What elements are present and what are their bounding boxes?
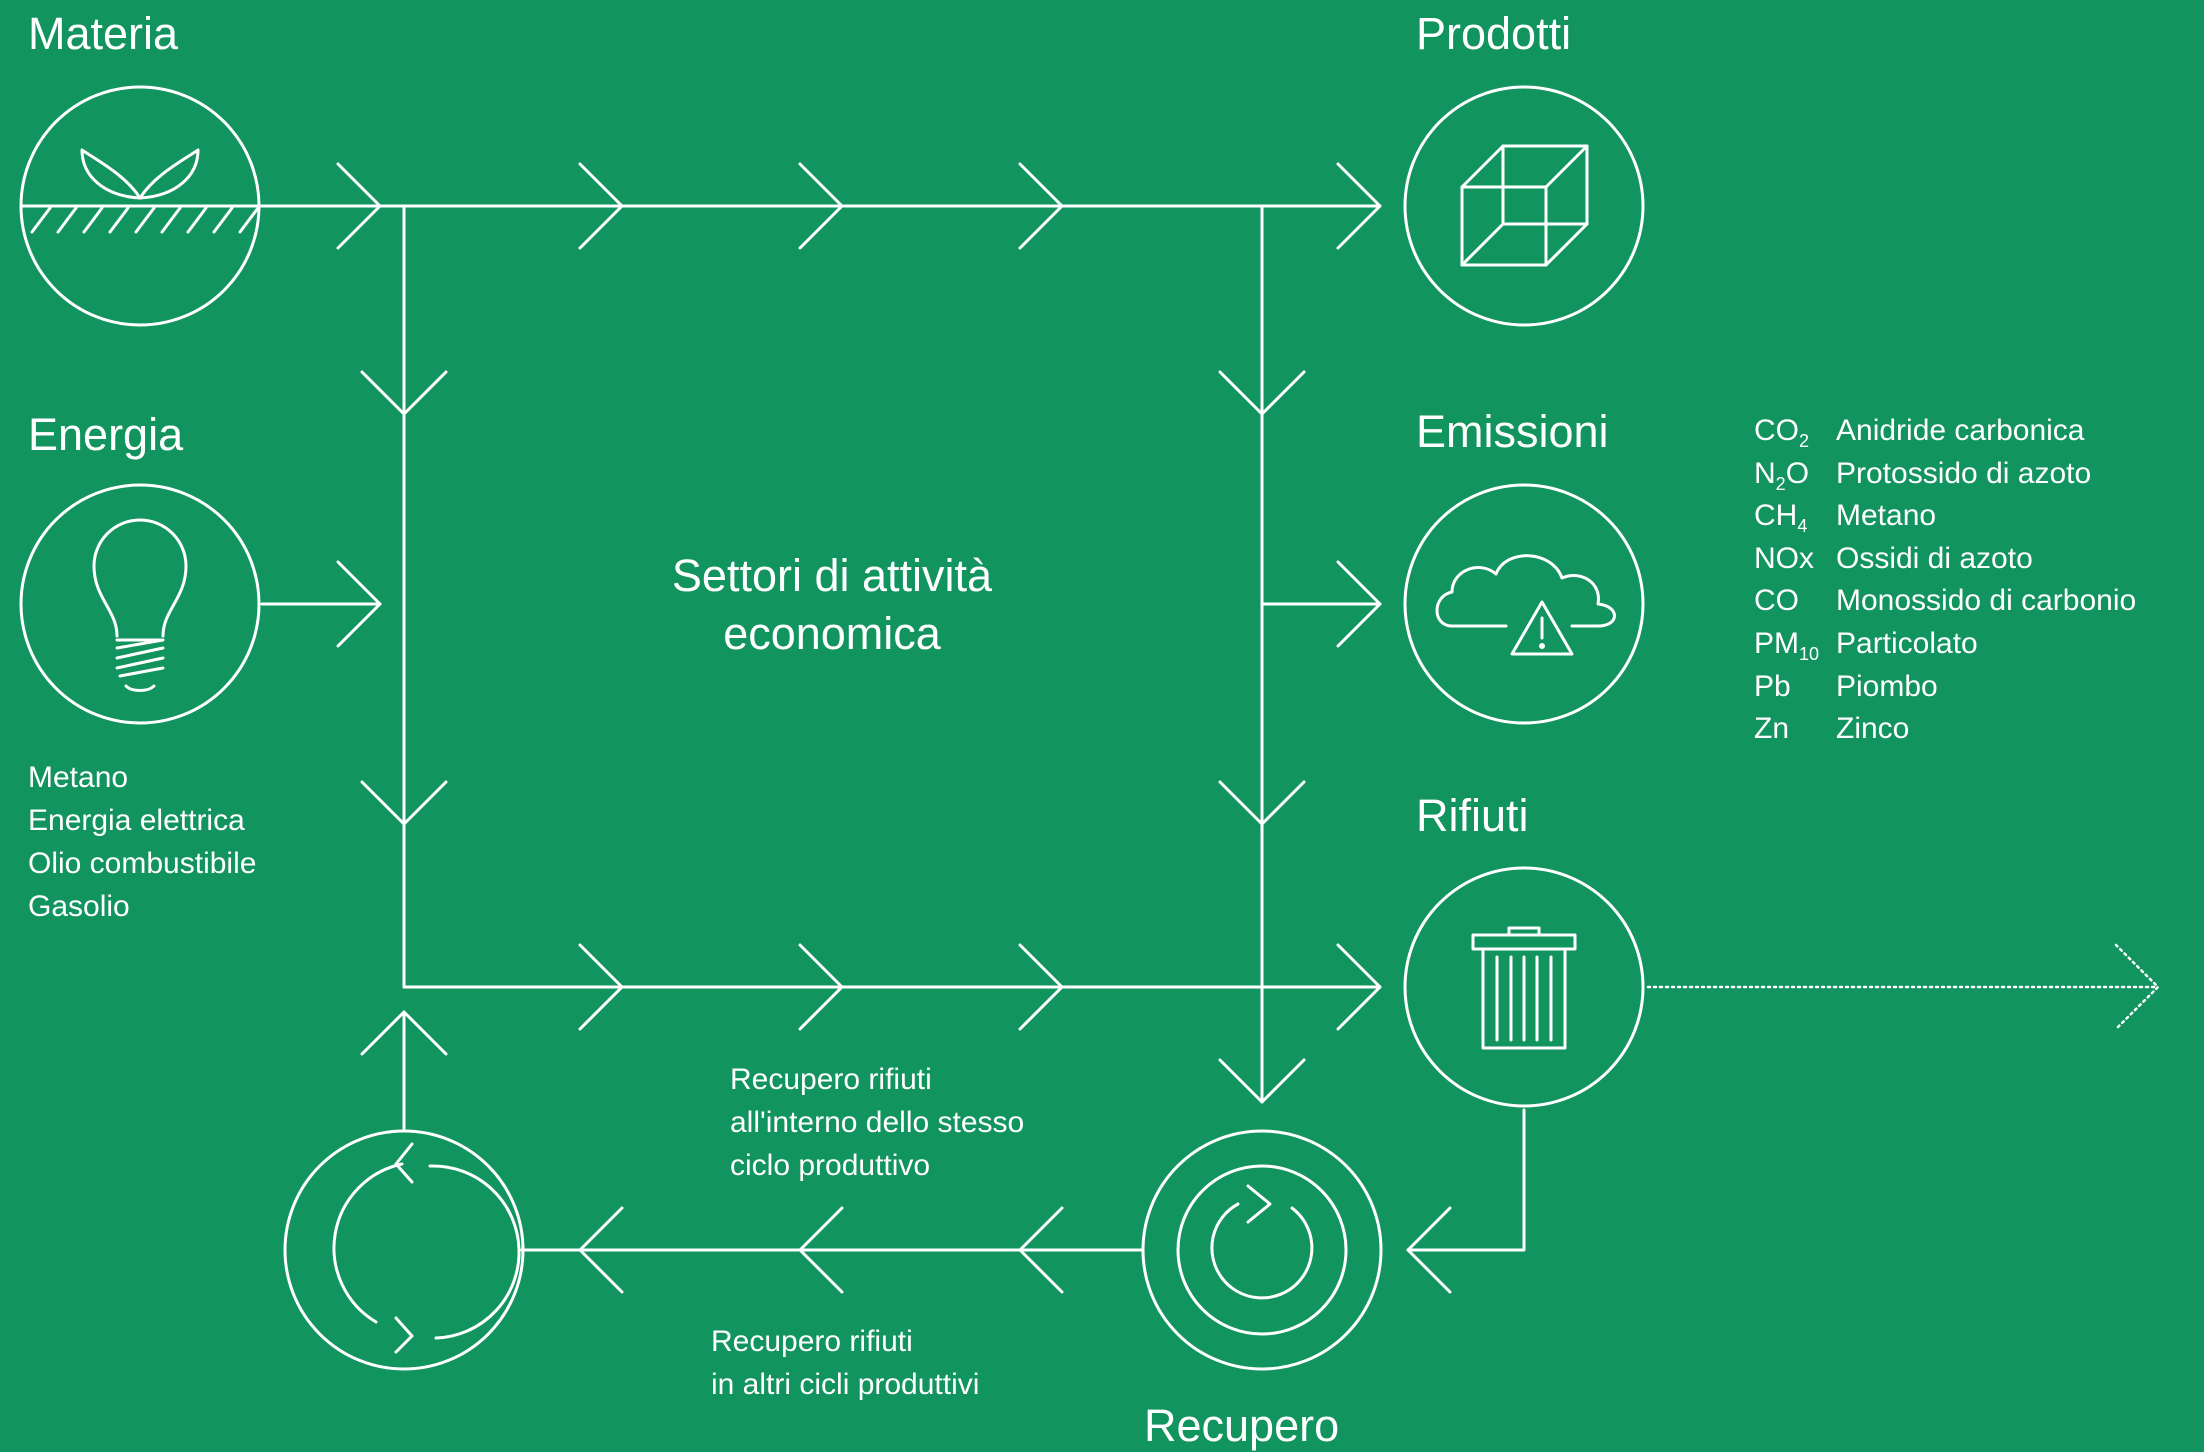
- legend-code: CH4: [1754, 499, 1808, 537]
- recovery-internal-note: Recupero rifiuti all'interno dello stess…: [730, 1058, 1024, 1187]
- lightbulb-icon: [19, 483, 261, 725]
- legend-row: Pb Piombo: [1754, 670, 2136, 713]
- center-label: Settori di attività economica: [572, 547, 1092, 663]
- legend-code: Zn: [1754, 712, 1790, 746]
- center-label-line: Settori di attività: [671, 550, 993, 601]
- list-item: Olio combustibile: [28, 847, 257, 880]
- energy-sources-list: Metano Energia elettrica Olio combustibi…: [28, 756, 256, 928]
- cloud-warning-icon: [1403, 483, 1645, 725]
- legend-name: Protossido di azoto: [1836, 456, 2092, 490]
- emissions-legend: CO2 Anidride carbonica N2O Protossido di…: [1754, 414, 2136, 755]
- arrow-chevron-up: [360, 1010, 448, 1056]
- legend-row: CH4 Metano: [1754, 499, 2136, 542]
- legend-code: NOx: [1754, 541, 1814, 575]
- legend-code: PM10: [1754, 626, 1820, 664]
- legend-name: Ossidi di azoto: [1836, 541, 2033, 575]
- note-line: all'interno dello stesso: [730, 1106, 1025, 1139]
- list-item: Gasolio: [28, 890, 130, 923]
- node-label-recupero: Recupero: [1144, 1400, 1340, 1451]
- legend-name: Anidride carbonica: [1836, 414, 2085, 447]
- flow-line-rifiuti-down: [1406, 1108, 1526, 1252]
- note-line: Recupero rifiuti: [711, 1325, 913, 1358]
- cube-icon: [1403, 85, 1645, 327]
- center-label-line: economica: [723, 608, 941, 659]
- node-label-emissioni: Emissioni: [1416, 406, 1609, 457]
- recovery-external-note: Recupero rifiuti in altri cicli produtti…: [711, 1320, 979, 1406]
- legend-name: Monossido di carbonio: [1836, 584, 2137, 618]
- node-label-materia: Materia: [28, 8, 179, 59]
- recycle-icon: [1141, 1129, 1383, 1371]
- arrow-chevrons-left: [578, 1206, 1452, 1294]
- legend-name: Zinco: [1836, 712, 1910, 746]
- note-line: Recupero rifiuti: [730, 1063, 932, 1096]
- legend-row: NOx Ossidi di azoto: [1754, 542, 2136, 585]
- legend-name: Particolato: [1836, 626, 1978, 660]
- legend-name: Metano: [1836, 499, 1937, 533]
- node-label-rifiuti: Rifiuti: [1416, 790, 1529, 841]
- node-label-energia: Energia: [28, 409, 184, 460]
- legend-name: Piombo: [1836, 669, 1938, 703]
- legend-code: CO2: [1754, 414, 1810, 451]
- node-label-prodotti: Prodotti: [1416, 8, 1572, 59]
- arrow-chevrons-down: [360, 370, 1306, 1104]
- note-line: in altri cicli produttivi: [711, 1368, 980, 1401]
- dotted-arrow-head: [2114, 943, 2160, 1031]
- legend-row: Zn Zinco: [1754, 712, 2136, 755]
- legend-row: N2O Protossido di azoto: [1754, 457, 2136, 500]
- plant-icon: [19, 85, 264, 327]
- list-item: Energia elettrica: [28, 804, 245, 837]
- trash-bin-icon: [1403, 866, 1645, 1108]
- recycle-icon-internal: [283, 1129, 525, 1371]
- arrow-chevrons-right: [336, 162, 1382, 1031]
- legend-row: CO Monossido di carbonio: [1754, 584, 2136, 627]
- legend-row: CO2 Anidride carbonica: [1754, 414, 2136, 457]
- note-line: ciclo produttivo: [730, 1149, 931, 1182]
- list-item: Metano: [28, 761, 129, 794]
- legend-row: PM10 Particolato: [1754, 627, 2136, 670]
- legend-code: N2O: [1754, 456, 1810, 494]
- legend-code: CO: [1754, 584, 1799, 618]
- legend-code: Pb: [1754, 669, 1791, 703]
